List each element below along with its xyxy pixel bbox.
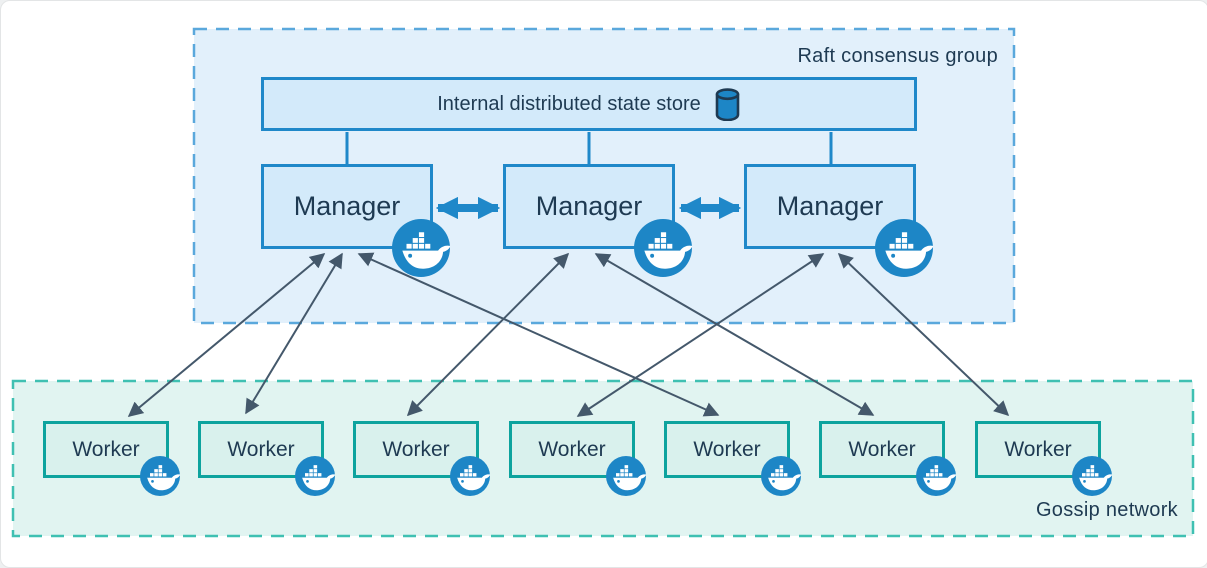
database-cylinder-icon bbox=[714, 87, 741, 121]
raft-group-label: Raft consensus group bbox=[797, 45, 998, 67]
manager-1-node: Manager bbox=[261, 164, 451, 277]
worker-2-label: Worker bbox=[227, 437, 295, 461]
docker-whale-icon bbox=[140, 456, 181, 496]
worker-4-node: Worker bbox=[509, 421, 647, 496]
docker-whale-icon bbox=[392, 219, 451, 277]
manager-2-label: Manager bbox=[535, 191, 643, 221]
worker-6-node: Worker bbox=[819, 421, 957, 496]
worker-7-node: Worker bbox=[975, 421, 1113, 496]
worker-1-label: Worker bbox=[72, 437, 140, 461]
worker-5-node: Worker bbox=[664, 421, 802, 496]
docker-whale-icon bbox=[1072, 456, 1113, 496]
worker-2-node: Worker bbox=[198, 421, 336, 496]
state-store-label: Internal distributed state store bbox=[437, 92, 701, 115]
docker-whale-icon bbox=[450, 456, 491, 496]
worker-7-label: Worker bbox=[1004, 437, 1072, 461]
docker-whale-icon bbox=[761, 456, 802, 496]
docker-whale-icon bbox=[916, 456, 957, 496]
manager-1-label: Manager bbox=[293, 191, 401, 221]
state-store-node: Internal distributed state store bbox=[261, 77, 917, 131]
manager-2-node: Manager bbox=[503, 164, 693, 277]
worker-1-node: Worker bbox=[43, 421, 181, 496]
manager-3-node: Manager bbox=[744, 164, 934, 277]
manager-3-label: Manager bbox=[776, 191, 884, 221]
worker-6-label: Worker bbox=[848, 437, 916, 461]
docker-whale-icon bbox=[634, 219, 693, 277]
worker-5-label: Worker bbox=[693, 437, 761, 461]
docker-whale-icon bbox=[875, 219, 934, 277]
worker-3-label: Worker bbox=[382, 437, 450, 461]
docker-whale-icon bbox=[606, 456, 647, 496]
gossip-network-label: Gossip network bbox=[1035, 499, 1178, 521]
worker-4-label: Worker bbox=[538, 437, 606, 461]
worker-3-node: Worker bbox=[353, 421, 491, 496]
docker-whale-icon bbox=[295, 456, 336, 496]
